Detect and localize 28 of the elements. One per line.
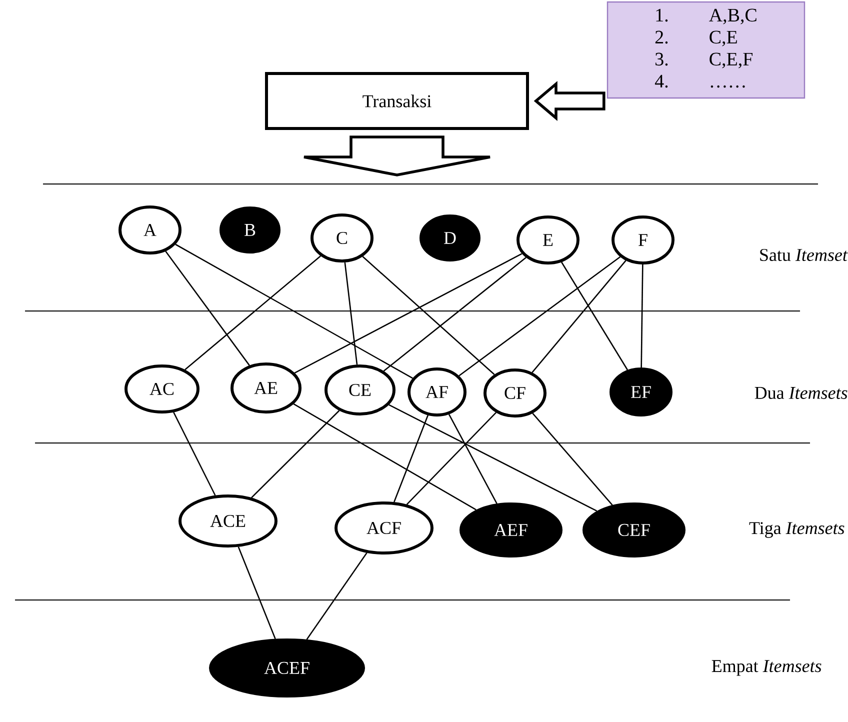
connector-line [184, 255, 321, 370]
connector-line [344, 262, 358, 365]
connector-line [362, 256, 495, 375]
connector-line [294, 253, 522, 374]
connector-line [458, 256, 621, 376]
connector-line [383, 257, 526, 372]
connector-line [560, 262, 628, 370]
connector-line [306, 552, 368, 640]
connector-line [532, 260, 626, 373]
process-box: Transaksi [265, 72, 529, 130]
level-label: Dua Itemsets [754, 387, 848, 399]
connector-line [532, 412, 613, 506]
list-box: 1. A,B,C 2. C,E 3. C,E,F 4. …… [606, 1, 806, 99]
connector-line [394, 415, 429, 502]
connector-line [388, 404, 598, 512]
connector-line [238, 546, 276, 640]
connector-line [640, 264, 644, 368]
connector-line [173, 412, 216, 496]
connector-line [175, 244, 413, 379]
level-label: Satu Itemset [760, 248, 848, 262]
block-arrow [302, 136, 492, 176]
connector-line [448, 414, 498, 504]
connector-line [251, 410, 340, 498]
level-label: Tiga Itemsets [749, 522, 844, 538]
connector-line [293, 403, 476, 510]
connector-line [406, 412, 496, 505]
level-label: Empat Itemsets [712, 660, 822, 676]
connector-line [165, 250, 250, 366]
